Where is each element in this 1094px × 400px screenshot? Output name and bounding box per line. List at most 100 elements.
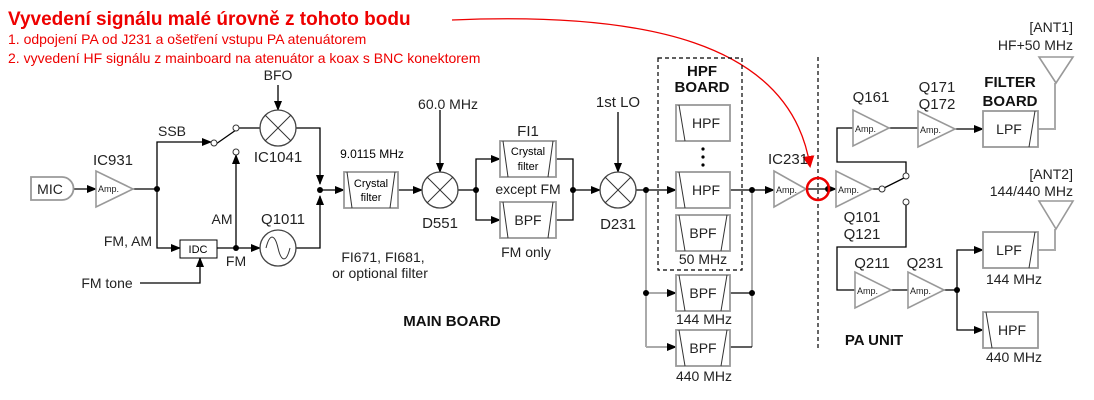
ssb-label: SSB (158, 123, 186, 139)
fm-bpf-block (499, 201, 557, 239)
mic-label: MIC (37, 181, 63, 197)
hpf-440-label: 440 MHz (986, 349, 1042, 365)
ic1041-label: IC1041 (254, 149, 302, 166)
switch-contacts (210, 124, 910, 206)
hpf-label: HPF (692, 182, 720, 198)
crystal-filter-label-2: filter (361, 192, 382, 204)
main-board-label: MAIN BOARD (403, 313, 501, 330)
q121-label: Q121 (844, 226, 881, 243)
bpf-50-label: 50 MHz (679, 251, 727, 267)
annotation-line-1: 1. odpojení PA od J231 a ošetření vstupu… (8, 31, 366, 47)
amp-label: Amp. (776, 185, 797, 195)
hpf-top-block (675, 104, 731, 142)
hpf-main-block (675, 171, 731, 209)
filter-note-1: FI671, FI681, (341, 249, 424, 265)
ant2-label: [ANT2] (1029, 166, 1073, 182)
hpf-440-block (982, 311, 1039, 349)
hpf-board-title-1: HPF (687, 63, 717, 80)
fm-tone-label: FM tone (81, 275, 133, 291)
ic931-label: IC931 (93, 152, 133, 169)
q172-label: Q172 (919, 96, 956, 113)
lpf-label: LPF (996, 242, 1022, 258)
mixer-d231-icon (599, 171, 637, 209)
amp-q161-icon (852, 108, 891, 148)
annotation-line-2: 2. vyvedení HF signálu z mainboard na at… (8, 50, 480, 66)
hpf-board-title-2: BOARD (675, 79, 730, 96)
amp-q211-icon (854, 270, 893, 310)
d551-label: D551 (422, 215, 458, 232)
more-filters-dots (701, 147, 705, 167)
pa-unit-label: PA UNIT (845, 332, 903, 349)
lpf-144-label: 144 MHz (986, 271, 1042, 287)
mixer-d551-icon (421, 171, 459, 209)
amp-ic931-icon (95, 169, 135, 209)
fi1-label-2: filter (518, 161, 539, 173)
q101-label: Q101 (844, 209, 881, 226)
oscillator-q1011-icon (259, 229, 297, 267)
crystal-filter-label-1: Crystal (354, 178, 388, 190)
q211-label: Q211 (854, 255, 890, 272)
bpf-label: BPF (689, 340, 716, 356)
except-fm-label: except FM (495, 181, 560, 197)
bpf-50-block (675, 214, 731, 252)
hpf-label: HPF (998, 322, 1026, 338)
amp-label: Amp. (910, 286, 931, 296)
amp-label: Amp. (98, 184, 119, 194)
lpf-label: LPF (996, 121, 1022, 137)
amp-label: Amp. (838, 185, 859, 195)
ant2-band-label: 144/440 MHz (990, 183, 1073, 199)
mic-block (30, 176, 75, 201)
bpf-440-label: 440 MHz (676, 368, 732, 384)
fm-am-label: FM, AM (104, 233, 152, 249)
q171-label: Q171 (919, 79, 956, 96)
lpf-hf-block (982, 110, 1039, 148)
q231-label: Q231 (907, 255, 944, 272)
fi1-label-1: Crystal (511, 146, 545, 158)
filter-board-title-1: FILTER (984, 74, 1036, 91)
bpf-144-block (675, 274, 731, 312)
fm-label: FM (226, 253, 246, 269)
q161-label: Q161 (853, 89, 890, 106)
fi1-crystal-filter-block (499, 140, 557, 178)
bpf-144-label: 144 MHz (676, 311, 732, 327)
antenna-1-icon (1037, 56, 1075, 85)
idc-block (179, 239, 218, 259)
signal-tap-point-marker (805, 176, 831, 202)
q1011-label: Q1011 (261, 211, 305, 228)
filter-board-title-2: BOARD (983, 93, 1038, 110)
bpf-label: BPF (689, 285, 716, 301)
hpf-board-boundary (657, 57, 743, 271)
d231-label: D231 (600, 216, 636, 233)
crystal-filter-block (343, 171, 399, 209)
amp-label: Amp. (857, 286, 878, 296)
amp-label: Amp. (920, 125, 941, 135)
filter-note-2: or optional filter (332, 265, 428, 281)
amp-q171-icon (917, 109, 957, 149)
mixer-ic1041-icon (259, 109, 297, 147)
amp-q101-icon (835, 169, 874, 209)
bpf-440-block (675, 329, 731, 367)
amp-ic231-icon (773, 169, 808, 209)
ant1-band-label: HF+50 MHz (998, 37, 1073, 53)
bfo-label: BFO (264, 67, 293, 83)
bpf-label: BPF (514, 212, 541, 228)
ic231-label: IC231 (768, 151, 808, 168)
lpf-144-block (982, 231, 1039, 269)
first-lo-label: 1st LO (596, 94, 640, 111)
amp-q231-icon (907, 270, 946, 310)
amp-label: Amp. (855, 124, 876, 134)
lo-60-label: 60.0 MHz (418, 96, 478, 112)
idc-label: IDC (189, 244, 208, 256)
annotation-arrow (451, 18, 815, 168)
ant1-label: [ANT1] (1029, 19, 1073, 35)
annotation-title: Vyvedení signálu malé úrovně z tohoto bo… (8, 9, 411, 30)
fm-only-label: FM only (501, 244, 551, 260)
antenna-2-icon (1037, 200, 1075, 231)
hpf-label: HPF (692, 115, 720, 131)
fi1-label: FI1 (517, 123, 539, 140)
am-label: AM (212, 211, 233, 227)
bpf-label: BPF (689, 225, 716, 241)
if-frequency-label: 9.0115 MHz (340, 147, 404, 161)
wires (72, 83, 1056, 351)
